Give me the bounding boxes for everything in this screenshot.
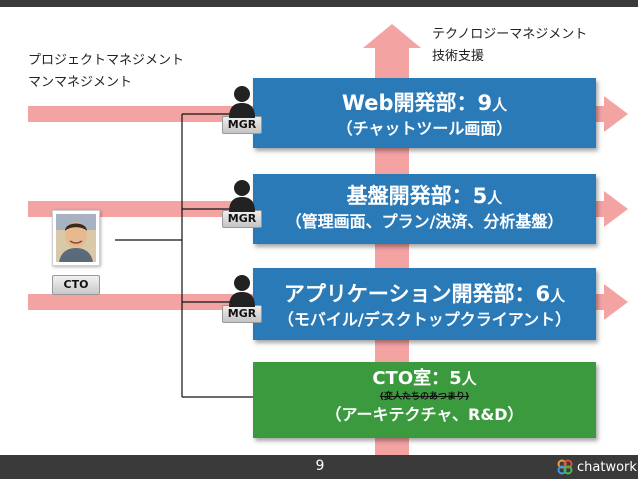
dept-box-application: アプリケーション開発部：6人 （モバイル/デスクトップクライアント） — [253, 268, 596, 340]
right-note-line: 技術支援 — [432, 49, 485, 64]
dept-title: 基盤開発部：5人 — [253, 183, 596, 211]
logo-text: chatwork — [577, 459, 637, 475]
dept-subtitle: （チャットツール画面） — [336, 119, 513, 138]
dept-unit: 人 — [487, 189, 503, 207]
dept-subtitle: （アーキテクチャ、R&D） — [325, 405, 524, 424]
chatwork-logo-icon — [557, 459, 573, 475]
chatwork-logo: chatwork — [556, 458, 637, 476]
mgr-badge: MGR — [222, 273, 264, 323]
top-bar — [0, 0, 638, 7]
mgr-label: MGR — [222, 210, 262, 228]
dept-unit: 人 — [550, 287, 566, 305]
dept-title: CTO室：5人 — [253, 368, 596, 390]
left-note-line: マンマネジメント — [28, 75, 133, 90]
page-number: 9 — [315, 458, 325, 474]
dept-subtitle: （モバイル/デスクトップクライアント） — [277, 310, 572, 329]
person-silhouette-icon — [229, 180, 255, 212]
dept-title: Web開発部：9人 — [253, 90, 596, 118]
mgr-label: MGR — [222, 116, 262, 134]
dept-unit: 人 — [492, 96, 508, 114]
person-silhouette-icon — [229, 275, 255, 307]
dept-unit: 人 — [461, 370, 477, 388]
dept-box-web: Web開発部：9人 （チャットツール画面） — [253, 78, 596, 148]
bottom-bar — [0, 455, 638, 479]
mgr-badge: MGR — [222, 84, 264, 134]
dept-remark: (変人たちのあつまり) — [379, 392, 470, 402]
right-note: テクノロジーマネジメント 技術支援 — [432, 24, 587, 68]
cto-portrait-icon — [56, 214, 96, 262]
person-silhouette-icon — [229, 86, 255, 118]
cto-label: CTO — [52, 275, 100, 295]
dept-subtitle: （管理画面、プラン/決済、分析基盤） — [285, 212, 564, 231]
mgr-label: MGR — [222, 305, 262, 323]
dept-name: 基盤開発部：5 — [346, 184, 488, 208]
dept-name: Web開発部：9 — [341, 91, 493, 115]
mgr-badge: MGR — [222, 178, 264, 228]
left-note: プロジェクトマネジメント マンマネジメント — [28, 50, 184, 94]
right-note-line: テクノロジーマネジメント — [432, 27, 588, 42]
dept-name: CTO室：5 — [372, 368, 462, 389]
dept-box-cto-office: CTO室：5人 (変人たちのあつまり) （アーキテクチャ、R&D） — [253, 362, 596, 438]
dept-title: アプリケーション開発部：6人 — [253, 281, 596, 309]
org-lines — [115, 113, 253, 398]
cto-photo — [52, 210, 100, 266]
dept-name: アプリケーション開発部：6 — [283, 282, 551, 306]
dept-box-platform: 基盤開発部：5人 （管理画面、プラン/決済、分析基盤） — [253, 174, 596, 244]
left-note-line: プロジェクトマネジメント — [28, 53, 185, 68]
